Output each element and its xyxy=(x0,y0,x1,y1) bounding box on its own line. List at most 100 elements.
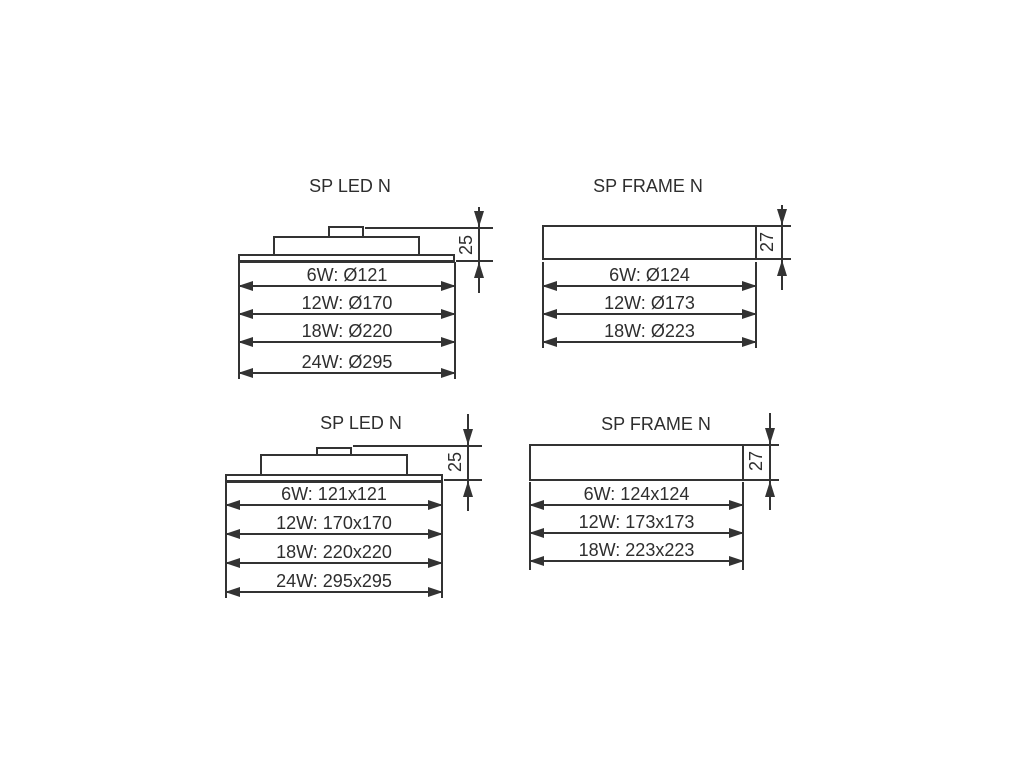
height-label: 27 xyxy=(746,450,766,472)
dim-line xyxy=(238,341,456,343)
dim-line xyxy=(225,504,443,506)
arrowhead-left-icon xyxy=(542,337,557,347)
extension-line-right xyxy=(454,262,456,379)
height-dim-line xyxy=(478,207,480,293)
dim-line xyxy=(225,591,443,593)
dim-label: 18W: Ø220 xyxy=(301,321,393,341)
arrowhead-left-icon xyxy=(542,281,557,291)
extension-line-left xyxy=(529,482,531,570)
profile-mid-tier xyxy=(260,454,408,476)
arrowhead-right-icon xyxy=(729,556,744,566)
dim-row: 18W: 223x223 xyxy=(529,540,744,566)
panel-title-frame-square: SP FRAME N xyxy=(601,414,711,434)
dim-line xyxy=(238,372,456,374)
arrowhead-up-icon xyxy=(777,260,787,276)
arrowhead-left-icon xyxy=(529,528,544,538)
dim-label: 6W: Ø121 xyxy=(306,265,388,285)
dim-label: 6W: 124x124 xyxy=(583,484,690,504)
dim-label: 12W: 170x170 xyxy=(276,513,392,533)
arrowhead-left-icon xyxy=(225,558,240,568)
height-ext-line-bottom xyxy=(744,479,779,481)
arrowhead-left-icon xyxy=(238,337,253,347)
panel-title-led-round: SP LED N xyxy=(309,176,391,196)
dim-row: 6W: Ø121 xyxy=(238,265,456,291)
arrowhead-left-icon xyxy=(225,500,240,510)
dim-row: 12W: 173x173 xyxy=(529,512,744,538)
height-dim-line xyxy=(769,413,771,510)
extension-line-right xyxy=(441,483,443,598)
profile-top-box xyxy=(328,226,364,238)
arrowhead-right-icon xyxy=(428,558,443,568)
arrowhead-right-icon xyxy=(729,528,744,538)
extension-line-right xyxy=(755,262,757,348)
height-ext-line-top xyxy=(353,445,482,447)
dim-line xyxy=(225,533,443,535)
arrowhead-up-icon xyxy=(463,481,473,497)
arrowhead-left-icon xyxy=(529,500,544,510)
dim-line xyxy=(542,313,757,315)
dim-label: 6W: 121x121 xyxy=(281,484,387,504)
dim-label: 12W: Ø170 xyxy=(301,293,393,313)
height-label: 25 xyxy=(445,451,465,473)
arrowhead-down-icon xyxy=(474,211,484,227)
height-dim-line xyxy=(781,205,783,290)
height-ext-line-bottom xyxy=(456,260,493,262)
dim-line xyxy=(542,341,757,343)
arrowhead-right-icon xyxy=(742,309,757,319)
dim-row: 18W: Ø220 xyxy=(238,321,456,347)
dim-row: 12W: Ø173 xyxy=(542,293,757,319)
arrowhead-left-icon xyxy=(542,309,557,319)
height-ext-line-top xyxy=(365,227,493,229)
dim-label: 24W: 295x295 xyxy=(276,571,392,591)
dim-line xyxy=(238,313,456,315)
arrowhead-right-icon xyxy=(742,337,757,347)
dim-label: 12W: 173x173 xyxy=(578,512,695,532)
extension-line-left xyxy=(238,262,240,379)
panel-title-frame-round: SP FRAME N xyxy=(593,176,703,196)
dim-label: 18W: 220x220 xyxy=(276,542,392,562)
dim-label: 24W: Ø295 xyxy=(301,352,393,372)
profile-mid-tier xyxy=(273,236,420,256)
arrowhead-left-icon xyxy=(225,587,240,597)
height-ext-line-top xyxy=(757,225,791,227)
arrowhead-right-icon xyxy=(441,368,456,378)
dim-line xyxy=(225,562,443,564)
dim-row: 24W: Ø295 xyxy=(238,352,456,378)
dim-row: 12W: 170x170 xyxy=(225,513,443,539)
arrowhead-up-icon xyxy=(474,262,484,278)
arrowhead-down-icon xyxy=(765,428,775,444)
dim-line xyxy=(529,532,744,534)
dim-label: 18W: Ø223 xyxy=(604,321,695,341)
arrowhead-right-icon xyxy=(428,500,443,510)
arrowhead-right-icon xyxy=(428,529,443,539)
height-ext-line-bottom xyxy=(444,479,482,481)
frame-bar xyxy=(542,225,757,260)
dim-row: 6W: Ø124 xyxy=(542,265,757,291)
arrowhead-left-icon xyxy=(225,529,240,539)
extension-line-left xyxy=(542,262,544,348)
arrowhead-right-icon xyxy=(428,587,443,597)
dim-line xyxy=(529,504,744,506)
arrowhead-left-icon xyxy=(238,368,253,378)
dim-row: 6W: 121x121 xyxy=(225,484,443,510)
dim-label: 18W: 223x223 xyxy=(578,540,695,560)
arrowhead-left-icon xyxy=(238,281,253,291)
dim-row: 18W: Ø223 xyxy=(542,321,757,347)
arrowhead-right-icon xyxy=(742,281,757,291)
arrowhead-right-icon xyxy=(441,281,456,291)
arrowhead-up-icon xyxy=(765,481,775,497)
dim-row: 6W: 124x124 xyxy=(529,484,744,510)
dim-row: 24W: 295x295 xyxy=(225,571,443,597)
height-ext-line-top xyxy=(744,444,779,446)
dim-label: 12W: Ø173 xyxy=(604,293,695,313)
height-dim-line xyxy=(467,414,469,511)
arrowhead-right-icon xyxy=(441,337,456,347)
dim-line xyxy=(542,285,757,287)
panel-title-led-square: SP LED N xyxy=(320,413,402,433)
dim-label: 6W: Ø124 xyxy=(609,265,690,285)
arrowhead-down-icon xyxy=(463,429,473,445)
height-label: 25 xyxy=(456,234,476,256)
height-label: 27 xyxy=(757,231,777,253)
arrowhead-left-icon xyxy=(238,309,253,319)
